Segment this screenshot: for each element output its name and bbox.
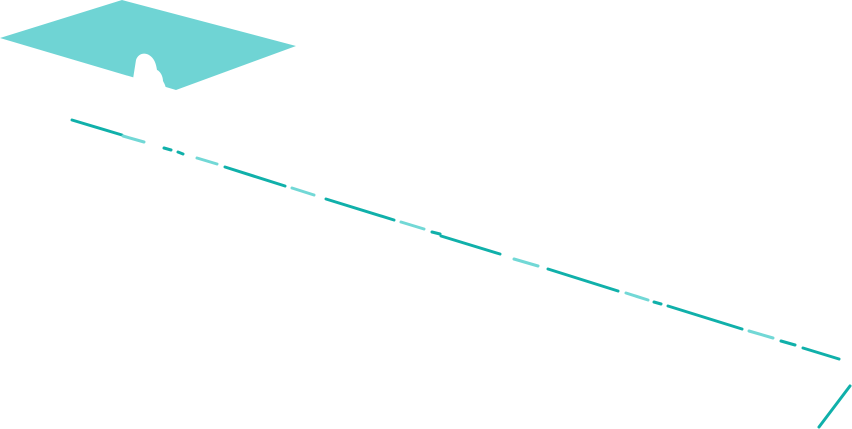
- diagonal-dashed-line-segment-3: [162, 146, 173, 152]
- diagonal-dashed-line-segment-15: [652, 300, 663, 306]
- diagonal-dashed-line-segment-10: [430, 230, 442, 236]
- diagonal-dashed-line-segment-8: [324, 197, 396, 222]
- diagonal-dashed-line-segment-11: [439, 234, 502, 256]
- diagonal-dashed-line-segment-17: [747, 329, 775, 340]
- figure-silhouette-icon: [133, 53, 166, 90]
- corner-accent-line: [817, 384, 852, 429]
- diagonal-dashed-line-segment-19: [801, 346, 841, 361]
- diagonal-dashed-line-segment-14: [624, 291, 650, 302]
- diagonal-dashed-line-segment-2: [121, 134, 146, 144]
- diagonal-dashed-line-segment-5: [195, 156, 219, 166]
- diagonal-dashed-line-segment-1: [70, 118, 124, 137]
- isometric-panel-icon: [0, 0, 296, 90]
- diagonal-dashed-line-segment-9: [399, 220, 426, 231]
- diagonal-dashed-line-segment-6: [223, 165, 287, 188]
- diagonal-dashed-line-segment-16: [666, 304, 744, 331]
- diagonal-dashed-line-segment-4: [176, 150, 185, 156]
- diagonal-dashed-line-segment-7: [290, 186, 316, 197]
- diagonal-dashed-line-segment-18: [779, 339, 797, 347]
- diagonal-dashed-line-segment-12: [512, 257, 540, 268]
- diagonal-dashed-line-segment-13: [546, 267, 620, 293]
